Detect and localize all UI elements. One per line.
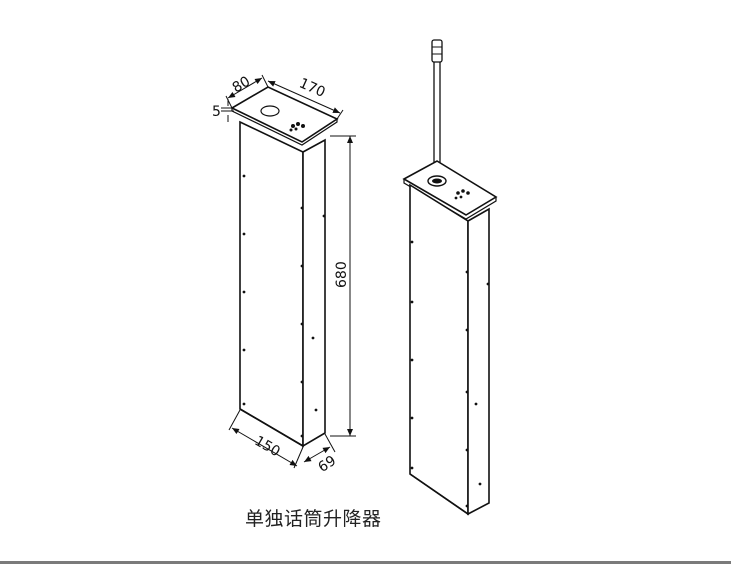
dimension-lines — [221, 74, 356, 469]
microphone-gooseneck — [431, 39, 443, 178]
right-button-cluster — [454, 189, 470, 200]
left-button-cluster — [289, 122, 305, 132]
dim-top-width: 170 — [297, 75, 328, 100]
microphone-base-ring — [427, 175, 447, 187]
dim-bottom-width: 150 — [252, 433, 283, 460]
left-body-front — [239, 120, 304, 448]
bottom-divider — [0, 561, 731, 564]
dim-height: 680 — [334, 261, 350, 288]
left-unit-closed — [230, 86, 339, 448]
figure-caption: 单独话筒升降器 — [245, 508, 382, 530]
right-screw-holes — [410, 240, 490, 508]
left-screw-holes — [242, 174, 326, 438]
dim-bottom-depth: 69 — [316, 453, 340, 476]
right-body-side — [467, 207, 490, 516]
dim-top-depth: 80 — [230, 74, 253, 97]
right-unit-raised — [402, 39, 498, 516]
dim-top-thickness: 5 — [212, 104, 221, 120]
left-body-side — [302, 138, 326, 448]
right-body-front — [409, 183, 469, 516]
